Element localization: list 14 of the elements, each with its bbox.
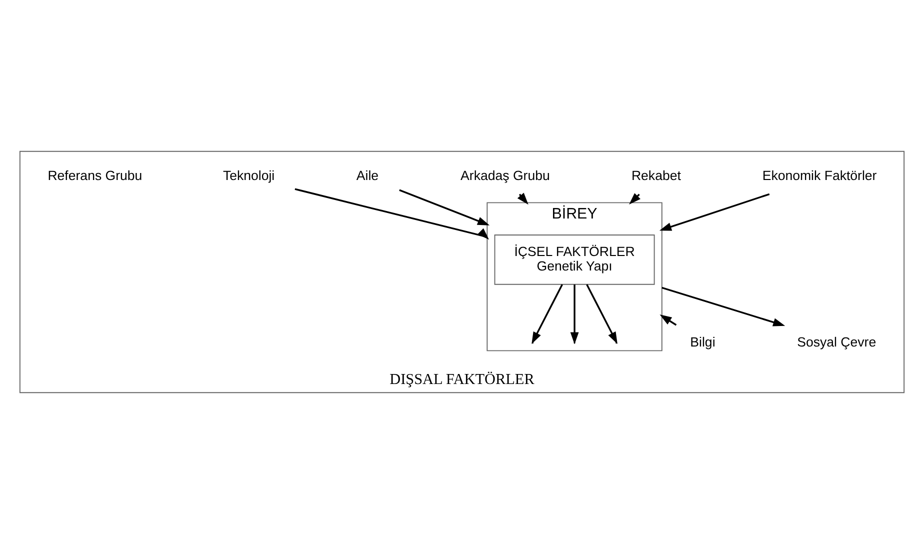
node-text: Sosyal Çevre xyxy=(797,334,876,350)
arrow xyxy=(294,188,489,240)
arrow xyxy=(659,193,770,231)
node-text: Rekabet xyxy=(631,168,681,184)
node-text: Arkadaş Grubu xyxy=(460,168,550,184)
node-text: Bilgi xyxy=(690,334,716,350)
node-text: Ekonomik Faktörler xyxy=(762,168,877,184)
node-box: İÇSEL FAKTÖRLER Genetik Yapı xyxy=(494,234,655,285)
arrow xyxy=(399,189,490,226)
node-text: Referans Grubu xyxy=(48,168,142,184)
node-text: Aile xyxy=(356,168,379,184)
arrow xyxy=(662,286,786,326)
arrow xyxy=(660,314,677,326)
node-text: Teknoloji xyxy=(222,168,275,184)
